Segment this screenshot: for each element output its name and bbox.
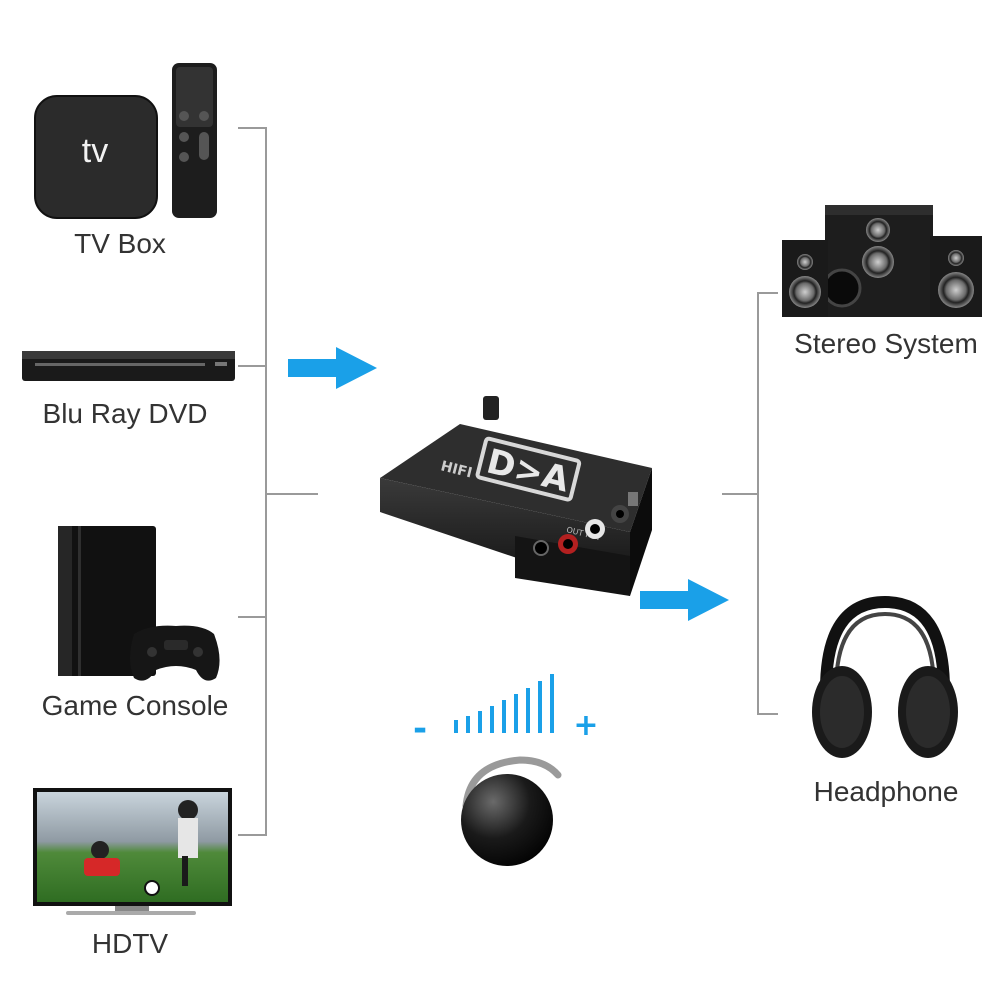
source-connector-lines [238, 127, 318, 836]
volume-level-bars [454, 674, 554, 733]
volume-minus-label: - [413, 709, 427, 749]
volume-plus-label: + [573, 708, 598, 743]
dac-device: D>A HIFI OUT PUT [380, 396, 652, 596]
headphone-icon [812, 595, 958, 758]
source-label-game-console: Game Console [41, 690, 229, 721]
output-label-headphone: Headphone [813, 776, 959, 807]
source-label-bluray: Blu Ray DVD [42, 398, 208, 429]
output-label-stereo: Stereo System [794, 328, 978, 359]
input-arrow-icon [288, 347, 377, 389]
source-label-hdtv: HDTV [91, 928, 169, 959]
bluray-player-icon [22, 351, 235, 381]
hdtv-icon [33, 788, 232, 915]
dac-brand-text: HIFI [439, 458, 474, 481]
tv-box-logo: tv [81, 132, 109, 170]
source-label-tv-box: TV Box [74, 228, 166, 259]
output-arrow-icon [640, 579, 729, 621]
game-console-icon [58, 526, 220, 681]
output-connector-lines [722, 292, 778, 715]
stereo-speakers-icon [782, 205, 982, 317]
tv-box-icon [34, 63, 217, 219]
volume-knob-icon [461, 756, 562, 866]
